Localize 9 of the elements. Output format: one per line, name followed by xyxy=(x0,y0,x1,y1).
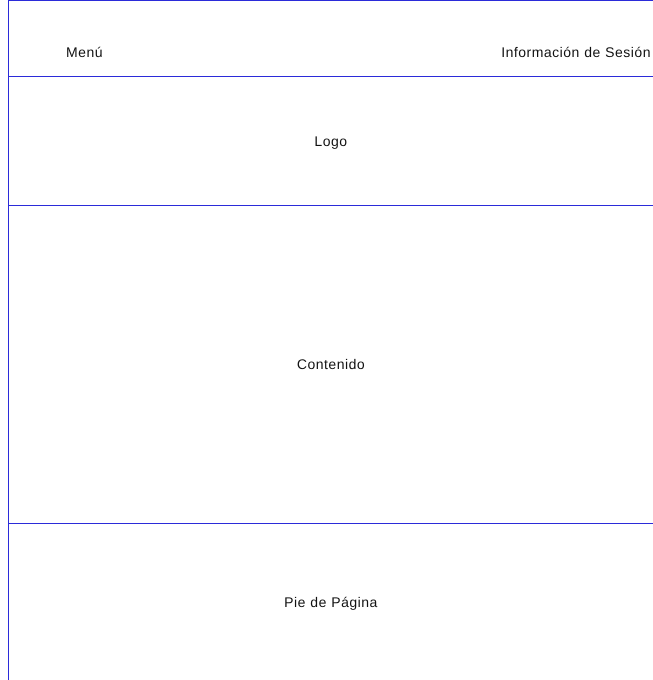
layout-section xyxy=(8,523,653,680)
section-label: Logo xyxy=(314,132,348,148)
section-label: Información de Sesión xyxy=(501,44,651,60)
section-label: Contenido xyxy=(296,356,366,372)
section-label: Menú xyxy=(66,44,104,60)
layout-section xyxy=(8,205,653,523)
layout-section xyxy=(8,76,653,205)
section-label: Pie de Página xyxy=(284,594,378,610)
layout-section xyxy=(8,0,653,76)
